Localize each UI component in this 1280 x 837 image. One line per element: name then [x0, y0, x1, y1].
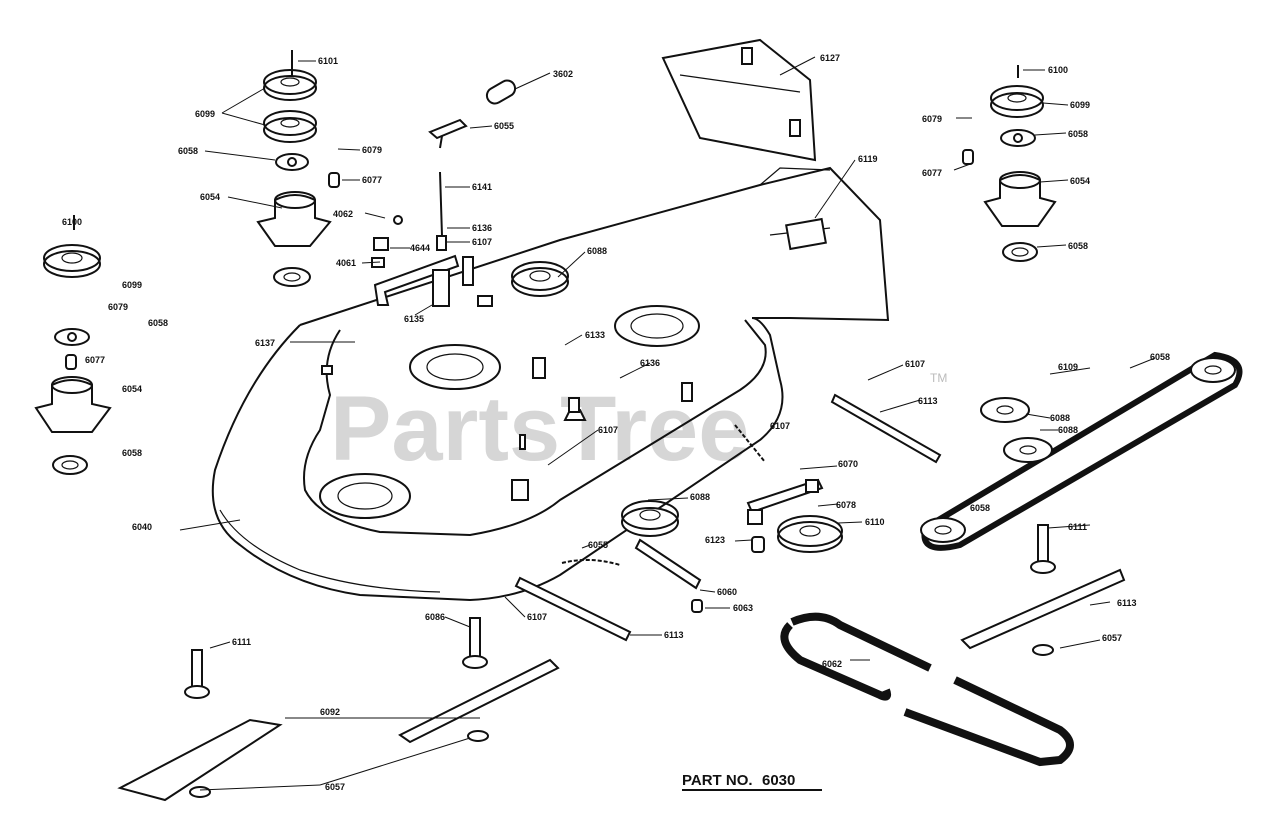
callout-6077-c: 6077: [85, 355, 105, 365]
callout-6058-g: 6058: [970, 503, 990, 513]
callout-6134: 6107: [770, 421, 790, 431]
callout-6141: 6141: [472, 182, 492, 192]
callout-6100-a: 6100: [1048, 65, 1068, 75]
callout-labels: 6101 6099 6079 6058 6077 6054 6100 6099 …: [62, 53, 1170, 792]
callout-6107-c: 6107: [905, 359, 925, 369]
callout-6137: 6137: [255, 338, 275, 348]
callout-6077-b: 6077: [922, 168, 942, 178]
callout-6063: 6063: [733, 603, 753, 613]
watermark-tm: TM: [930, 371, 947, 385]
callout-6086-b: 6086: [425, 612, 445, 622]
callout-6058-f: 6058: [1150, 352, 1170, 362]
callout-6058-e: 6058: [122, 448, 142, 458]
part-no-value: 6030: [762, 772, 795, 789]
callout-6109: 6109: [1058, 362, 1078, 372]
callout-6135: 6135: [404, 314, 424, 324]
spindle-stack-right: [962, 65, 1057, 262]
callout-6088-top: 6088: [587, 246, 607, 256]
callout-6040: 6040: [132, 522, 152, 532]
callout-6079-a: 6079: [362, 145, 382, 155]
callout-6058-b: 6058: [1068, 129, 1088, 139]
callout-6057-b: 6111: [232, 637, 251, 647]
spindle-stack-left: [34, 215, 112, 475]
callout-6054-c: 6054: [122, 384, 142, 394]
callout-6077-a: 6077: [362, 175, 382, 185]
mower-deck: [211, 166, 890, 602]
callout-6054-b: 6054: [1070, 176, 1090, 186]
callout-6101: 6101: [318, 56, 338, 66]
callout-6113-b: 6057: [325, 782, 345, 792]
callout-6062-c: 6113: [1117, 598, 1137, 608]
callout-6058-a: 6058: [178, 146, 198, 156]
watermark-text: PartsTree: [330, 378, 749, 480]
callout-6057-a: 6111: [1068, 522, 1087, 532]
callout-6099-b: 6099: [1070, 100, 1090, 110]
callout-6107-b: 6107: [598, 425, 618, 435]
center-brackets: [371, 79, 517, 307]
idler-pulley-6088-top: [511, 261, 569, 297]
callout-3602: 3602: [553, 69, 573, 79]
callout-6088-b: 6088: [1050, 413, 1070, 423]
callout-6058-c: 6058: [1068, 241, 1088, 251]
callout-6070: 6070: [838, 459, 858, 469]
callout-6088-d: 6088: [690, 492, 710, 502]
callout-6062-a: 6113: [918, 396, 938, 406]
callout-6127: 6127: [820, 53, 840, 63]
deck-belt-6111: [780, 612, 1074, 767]
leader-lines: [179, 56, 1156, 791]
idler-arms: [734, 393, 942, 553]
idler-pulley-6088-lower: [561, 500, 703, 613]
callout-6088-c: 6088: [1058, 425, 1078, 435]
drive-belt-assembly: [920, 351, 1243, 551]
callout-6136-a: 6136: [472, 223, 492, 233]
part-no-label: PART NO.: [682, 772, 753, 789]
callout-6060: 6060: [717, 587, 737, 597]
callout-6099-a: 6099: [195, 109, 215, 119]
callout-6119: 6119: [858, 154, 878, 164]
callout-6111: 6062: [822, 659, 842, 669]
callout-6054-a: 6054: [200, 192, 220, 202]
callout-6092: 6092: [320, 707, 340, 717]
blade-bolts: [184, 524, 1056, 699]
callout-4061: 4061: [336, 258, 356, 268]
callout-6079-c: 6079: [108, 302, 128, 312]
callout-6110: 6110: [865, 517, 885, 527]
callout-6078: 6078: [836, 500, 856, 510]
spindle-stack-left-top: [256, 50, 340, 287]
callout-6107-a: 6107: [472, 237, 492, 247]
callout-4644: 4644: [410, 243, 430, 253]
part-number: PART NO. 6030: [682, 772, 822, 791]
callout-6055: 6055: [494, 121, 514, 131]
callout-6100-b: 6100: [62, 217, 82, 227]
deck-shield-6127: [661, 38, 817, 162]
callout-6058-d: 6058: [148, 318, 168, 328]
callout-6062-b: 6113: [664, 630, 684, 640]
callout-6099-c: 6099: [122, 280, 142, 290]
callout-4062: 4062: [333, 209, 353, 219]
callout-6107-d: 6107: [527, 612, 547, 622]
callout-6136-b: 6136: [640, 358, 660, 368]
mower-blades: [117, 568, 1126, 802]
idler-arm-6062-lower: [514, 576, 632, 642]
callout-6133: 6133: [585, 330, 605, 340]
callout-6113-a: 6057: [1102, 633, 1122, 643]
callout-6123: 6123: [705, 535, 725, 545]
callout-6086: 6055: [588, 540, 608, 550]
callout-6079-b: 6079: [922, 114, 942, 124]
